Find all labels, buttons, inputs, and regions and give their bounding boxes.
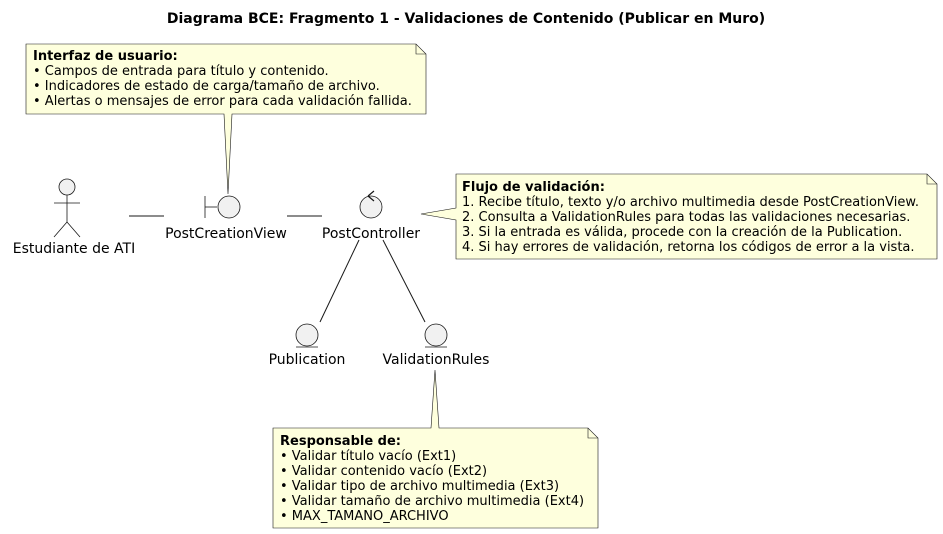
note-flow-line-1: 1. Recibe título, texto y/o archivo mult… [462, 195, 919, 210]
control-label: PostController [322, 226, 420, 242]
actor-student: Estudiante de ATI [13, 178, 135, 257]
note-ui-box [25, 43, 427, 195]
note-rules-line-3: • Validar tipo de archivo multimedia (Ex… [280, 479, 559, 494]
note-rules-line-4: • Validar tamaño de archivo multimedia (… [280, 494, 584, 509]
note-rules-title: Responsable de: [280, 434, 401, 449]
note-ui: Interfaz de usuario: • Campos de entrada… [25, 43, 427, 195]
link-control-validation-rules [382, 239, 426, 323]
diagram-title: Diagrama BCE: Fragmento 1 - Validaciones… [167, 11, 765, 27]
note-flow-line-4: 4. Si hay errores de validación, retorna… [462, 240, 915, 255]
note-rules-line-5: • MAX_TAMANO_ARCHIVO [280, 509, 449, 524]
entity-publication: Publication [269, 323, 346, 368]
note-flow: Flujo de validación: 1. Recibe título, t… [420, 173, 938, 260]
boundary-label: PostCreationView [165, 226, 287, 242]
control-post-controller: PostController [322, 190, 420, 242]
note-ui-line-1: • Campos de entrada para título y conten… [33, 64, 329, 79]
entity-icon [424, 323, 448, 348]
entity-validation-rules: ValidationRules [383, 323, 490, 368]
note-ui-line-2: • Indicadores de estado de carga/tamaño … [33, 79, 380, 94]
note-rules-line-1: • Validar título vacío (Ext1) [280, 449, 456, 464]
note-rules-fold [587, 428, 598, 439]
note-flow-fold [926, 174, 937, 185]
note-rules: Responsable de: • Validar título vacío (… [272, 369, 599, 529]
control-icon [359, 190, 383, 219]
entity-validation-rules-label: ValidationRules [383, 352, 490, 368]
entity-publication-label: Publication [269, 352, 346, 368]
note-ui-title: Interfaz de usuario: [33, 49, 178, 64]
boundary-icon [204, 195, 241, 219]
entity-icon [295, 323, 319, 348]
link-control-publication [319, 239, 360, 323]
actor-icon [53, 178, 81, 238]
note-flow-title: Flujo de validación: [462, 180, 605, 195]
boundary-post-creation-view: PostCreationView [165, 195, 287, 242]
note-flow-line-3: 3. Si la entrada es válida, procede con … [462, 225, 902, 240]
note-flow-box [420, 173, 938, 260]
note-ui-fold [415, 44, 426, 55]
actor-label: Estudiante de ATI [13, 241, 135, 257]
note-flow-line-2: 2. Consulta a ValidationRules para todas… [462, 210, 910, 225]
note-ui-line-3: • Alertas o mensajes de error para cada … [33, 94, 412, 109]
note-rules-line-2: • Validar contenido vacío (Ext2) [280, 464, 487, 479]
